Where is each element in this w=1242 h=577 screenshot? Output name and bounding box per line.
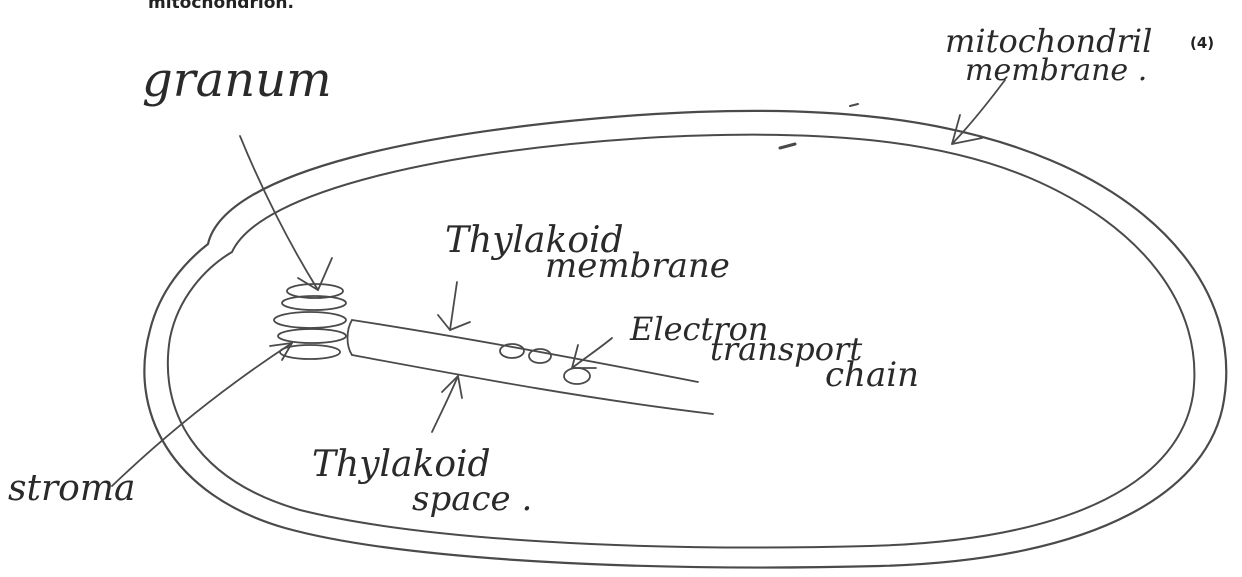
label-thylakoid-space-line2: space . — [412, 479, 532, 519]
arrow-granum — [240, 136, 332, 290]
arrow-stroma — [112, 343, 292, 486]
label-granum: granum — [142, 52, 332, 108]
label-etc-line3: chain — [825, 355, 919, 395]
arrow-thylakoid-membrane — [438, 282, 470, 330]
thylakoid-lower-edge — [352, 355, 713, 414]
arrow-mitochondrial-membrane — [952, 80, 1005, 144]
membrane-mark — [780, 144, 795, 148]
membrane-mark-2 — [850, 104, 858, 106]
label-mitochondrial-membrane-line2: membrane . — [965, 53, 1147, 88]
label-stroma: stroma — [8, 468, 135, 509]
arrow-thylakoid-space — [432, 376, 462, 432]
label-thylakoid-membrane-line2: membrane — [545, 246, 730, 286]
thylakoid-end — [348, 320, 353, 355]
